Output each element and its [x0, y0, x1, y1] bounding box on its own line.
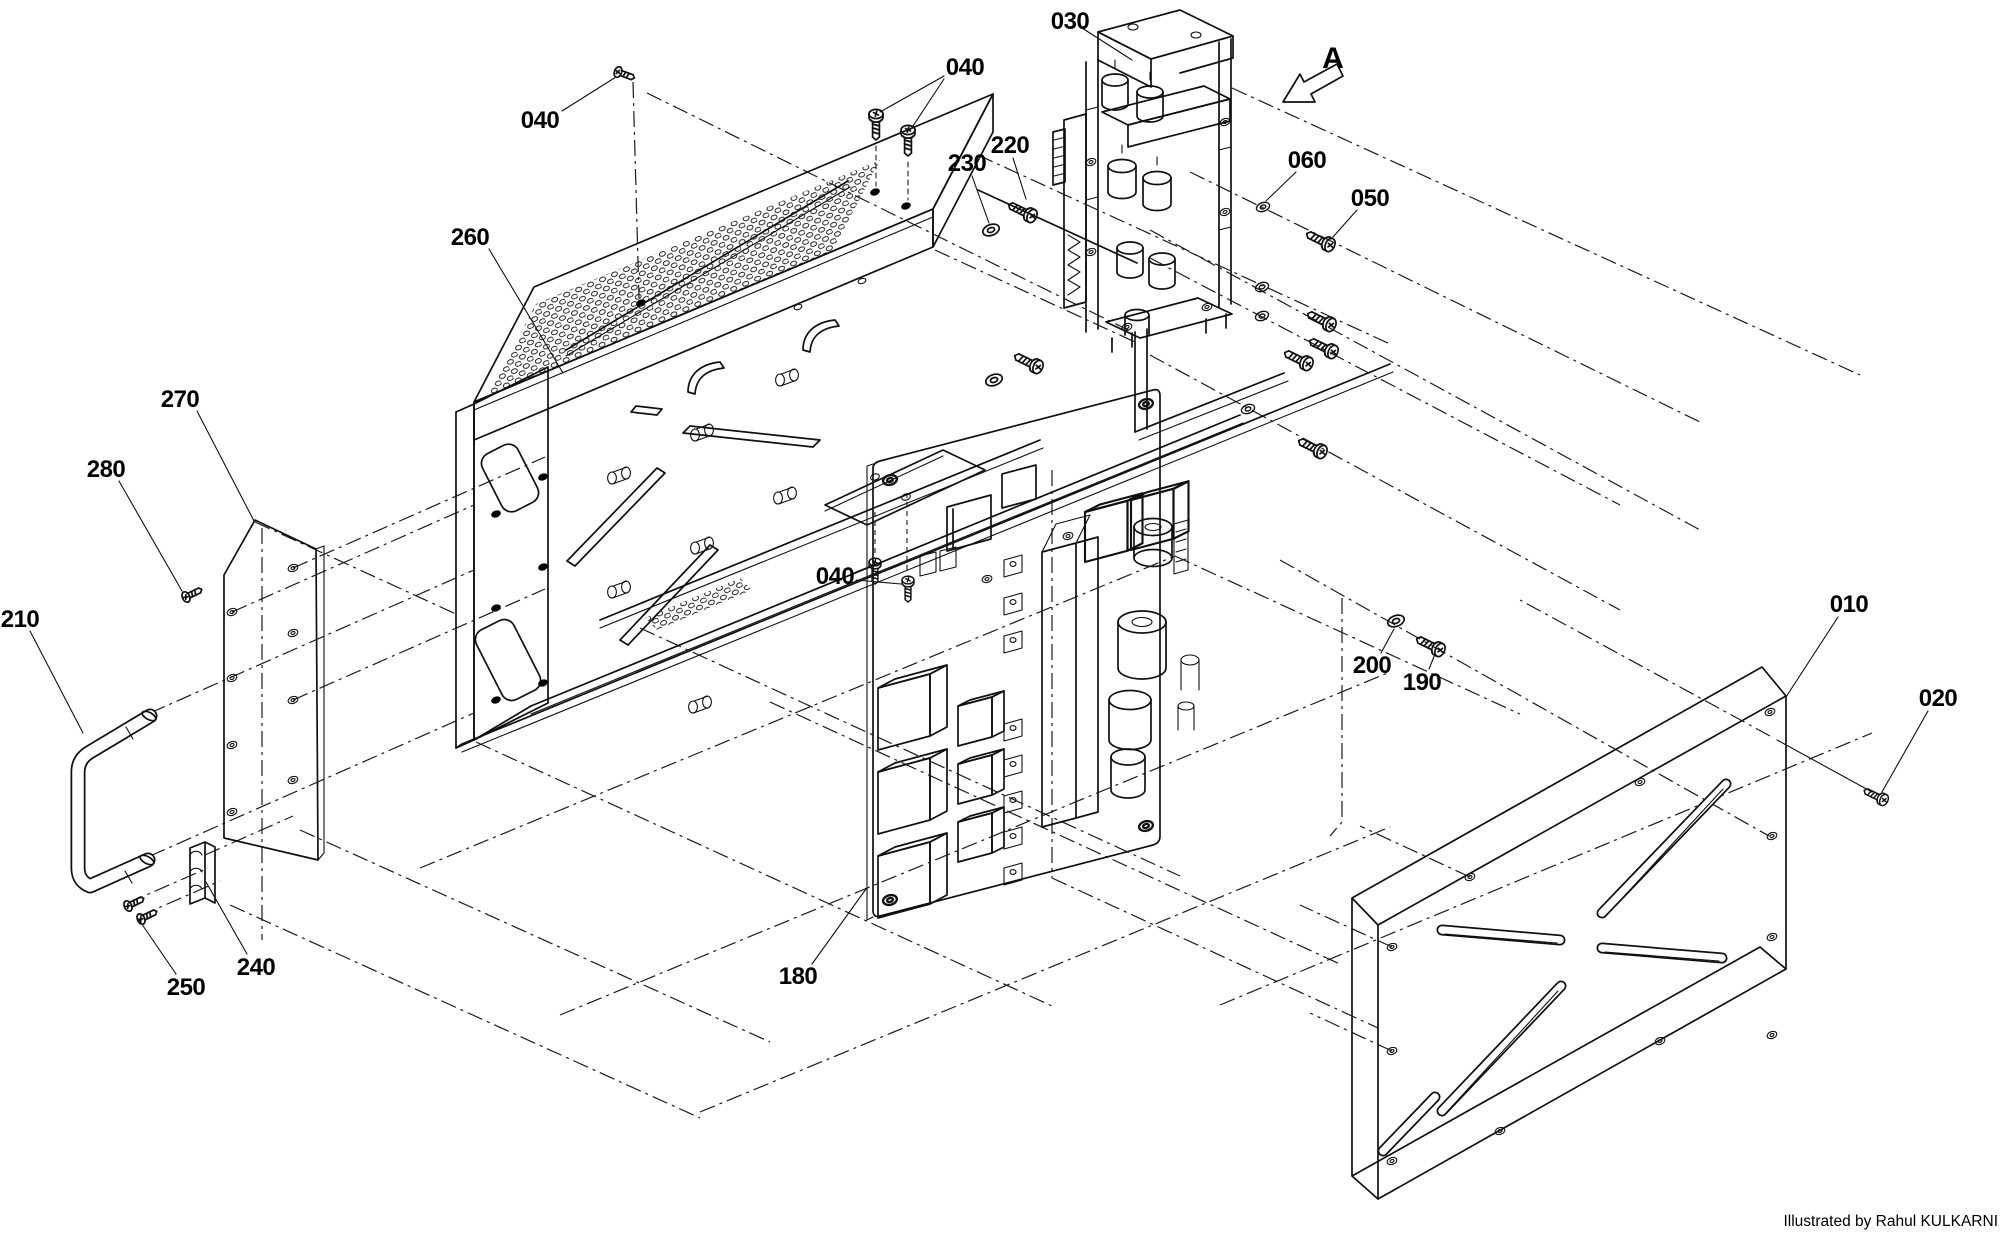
screw-190 — [1412, 631, 1449, 660]
screw-220b — [1010, 348, 1047, 377]
screw-040-top-left — [611, 64, 638, 85]
callout-280: 280 — [86, 456, 126, 483]
washer-230b — [983, 371, 1005, 389]
part-180-pcb-assembly — [866, 388, 1200, 921]
part-240-clamp-bracket — [189, 841, 216, 905]
screw-050e — [1294, 433, 1331, 462]
callout-050: 050 — [1350, 185, 1390, 212]
callout-190: 190 — [1402, 669, 1442, 696]
callout-200: 200 — [1352, 652, 1392, 679]
callout-270: 270 — [160, 386, 200, 413]
screw-280 — [179, 583, 205, 605]
view-direction-letter: A — [1322, 42, 1344, 75]
callout-230: 230 — [947, 150, 987, 177]
screw-050 — [1302, 226, 1339, 255]
screw-040-mid-2 — [901, 575, 915, 603]
screw-050b — [1303, 306, 1340, 335]
callout-250: 250 — [166, 974, 206, 1001]
part-260-chassis — [455, 93, 1394, 753]
part-010-side-panel — [1351, 666, 1787, 1200]
washer-230 — [980, 221, 1002, 239]
callout-060: 060 — [1287, 147, 1327, 174]
callout-040-top-right: 040 — [945, 54, 985, 81]
callout-030: 030 — [1050, 8, 1090, 35]
callout-010: 010 — [1829, 591, 1869, 618]
projection-centerlines — [127, 81, 1873, 1119]
part-210-handle — [70, 708, 158, 894]
callout-040-middle: 040 — [815, 563, 855, 590]
callout-040-top-left: 040 — [520, 107, 560, 134]
washer-060c — [1253, 308, 1271, 324]
washer-060b — [1253, 279, 1271, 295]
screw-040-mid-1 — [868, 557, 882, 585]
screw-220 — [1004, 197, 1041, 226]
part-030-module-assembly — [1052, 9, 1234, 353]
screw-050d — [1280, 345, 1317, 374]
fasteners — [121, 64, 1891, 927]
screw-040-top-2 — [900, 124, 916, 157]
panel-vent-slots — [1377, 778, 1732, 1157]
illustrator-credit: Illustrated by Rahul KULKARNI — [1783, 1213, 1998, 1230]
callout-180: 180 — [778, 963, 818, 990]
callout-240: 240 — [236, 954, 276, 981]
screw-050c — [1305, 333, 1342, 362]
callout-220: 220 — [990, 132, 1030, 159]
part-270-mounting-plate — [223, 519, 325, 861]
callout-260: 260 — [450, 224, 490, 251]
callout-leader-lines — [29, 27, 1929, 975]
view-direction-arrow — [1282, 63, 1344, 103]
screw-250-1 — [121, 892, 147, 914]
screw-040-top-1 — [868, 108, 884, 141]
callout-020: 020 — [1918, 685, 1958, 712]
washer-060d — [1239, 401, 1257, 417]
washer-060 — [1254, 199, 1272, 215]
callout-210: 210 — [0, 606, 40, 633]
screw-250-2 — [134, 905, 160, 927]
